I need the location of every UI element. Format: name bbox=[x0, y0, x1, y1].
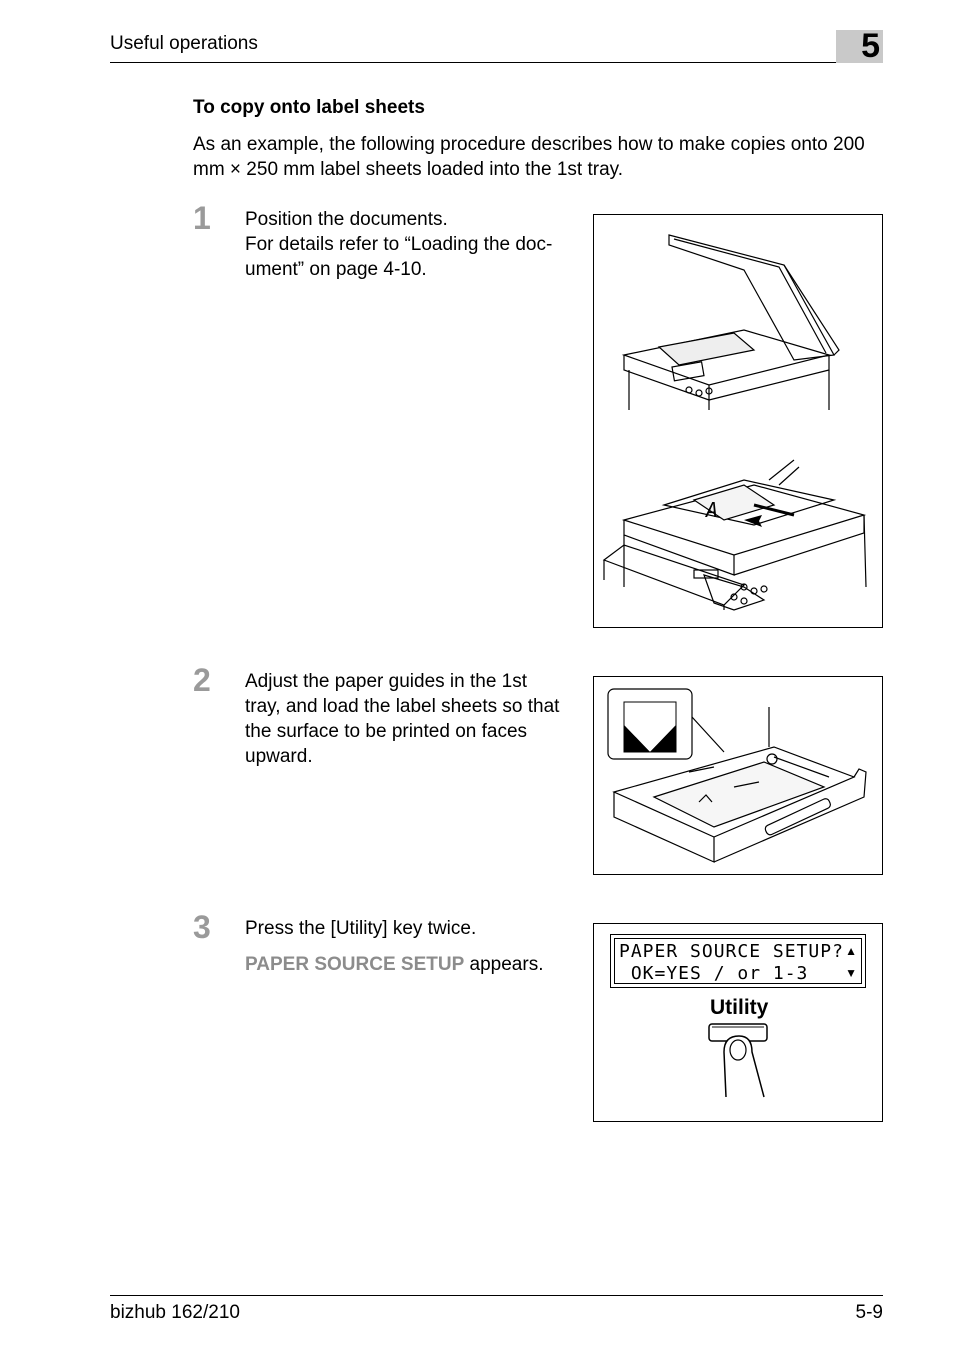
figure-paper-tray bbox=[593, 676, 883, 875]
step-2-line-3: the surface to be printed on faces bbox=[245, 721, 528, 742]
paper-tray-illustration bbox=[607, 688, 867, 863]
step-2-line-4: upward. bbox=[245, 746, 313, 767]
footer-rule bbox=[110, 1295, 883, 1296]
step-1-line-2: For details refer to “Loading the doc- bbox=[245, 234, 553, 255]
intro-paragraph: As an example, the following procedure d… bbox=[193, 134, 865, 180]
step-1-text: Position the documents. For details refe… bbox=[245, 207, 585, 282]
footer-model: bizhub 162/210 bbox=[110, 1302, 240, 1323]
lcd-line-1: PAPER SOURCE SETUP? bbox=[619, 941, 844, 962]
step-number: 3 bbox=[193, 909, 211, 945]
svg-text:A: A bbox=[704, 498, 718, 522]
chapter-number: 5 bbox=[861, 27, 880, 65]
section-heading: To copy onto label sheets bbox=[193, 97, 425, 118]
step-2-line-1: Adjust the paper guides in the 1st bbox=[245, 671, 528, 692]
step-number: 2 bbox=[193, 662, 211, 698]
page-number: 5-9 bbox=[855, 1302, 883, 1323]
lcd-display: PAPER SOURCE SETUP? OK=YES / or 1-3 ▲ ▼ bbox=[614, 938, 862, 984]
scroll-down-icon: ▼ bbox=[845, 966, 857, 980]
scroll-up-icon: ▲ bbox=[845, 944, 857, 958]
step-2-text: Adjust the paper guides in the 1st tray,… bbox=[245, 669, 585, 769]
figure-position-documents: A bbox=[593, 214, 883, 628]
lcd-display-frame: PAPER SOURCE SETUP? OK=YES / or 1-3 ▲ ▼ bbox=[610, 934, 866, 988]
step-1-line-3: ument” on page 4-10. bbox=[245, 259, 427, 280]
running-header: Useful operations bbox=[110, 33, 258, 54]
step-3-text: Press the [Utility] key twice. PAPER SOU… bbox=[245, 916, 585, 977]
lcd-line-2: OK=YES / or 1-3 bbox=[619, 963, 809, 984]
header-rule bbox=[110, 62, 883, 63]
pressing-finger-icon bbox=[708, 1023, 768, 1098]
step-2-line-2: tray, and load the label sheets so that bbox=[245, 696, 560, 717]
utility-key-label: Utility bbox=[710, 996, 769, 1019]
chapter-tab: 5 bbox=[836, 27, 883, 65]
step-1-line-1: Position the documents. bbox=[245, 209, 448, 230]
step-number: 1 bbox=[193, 200, 211, 236]
step-3-suffix: appears. bbox=[464, 954, 544, 975]
figure-utility-key: PAPER SOURCE SETUP? OK=YES / or 1-3 ▲ ▼ … bbox=[593, 923, 883, 1122]
copier-illustration: A bbox=[602, 234, 867, 611]
step-3-line-2: PAPER SOURCE SETUP appears. bbox=[245, 952, 585, 977]
step-3-line-1: Press the [Utility] key twice. bbox=[245, 918, 477, 939]
display-message: PAPER SOURCE SETUP bbox=[245, 954, 465, 975]
